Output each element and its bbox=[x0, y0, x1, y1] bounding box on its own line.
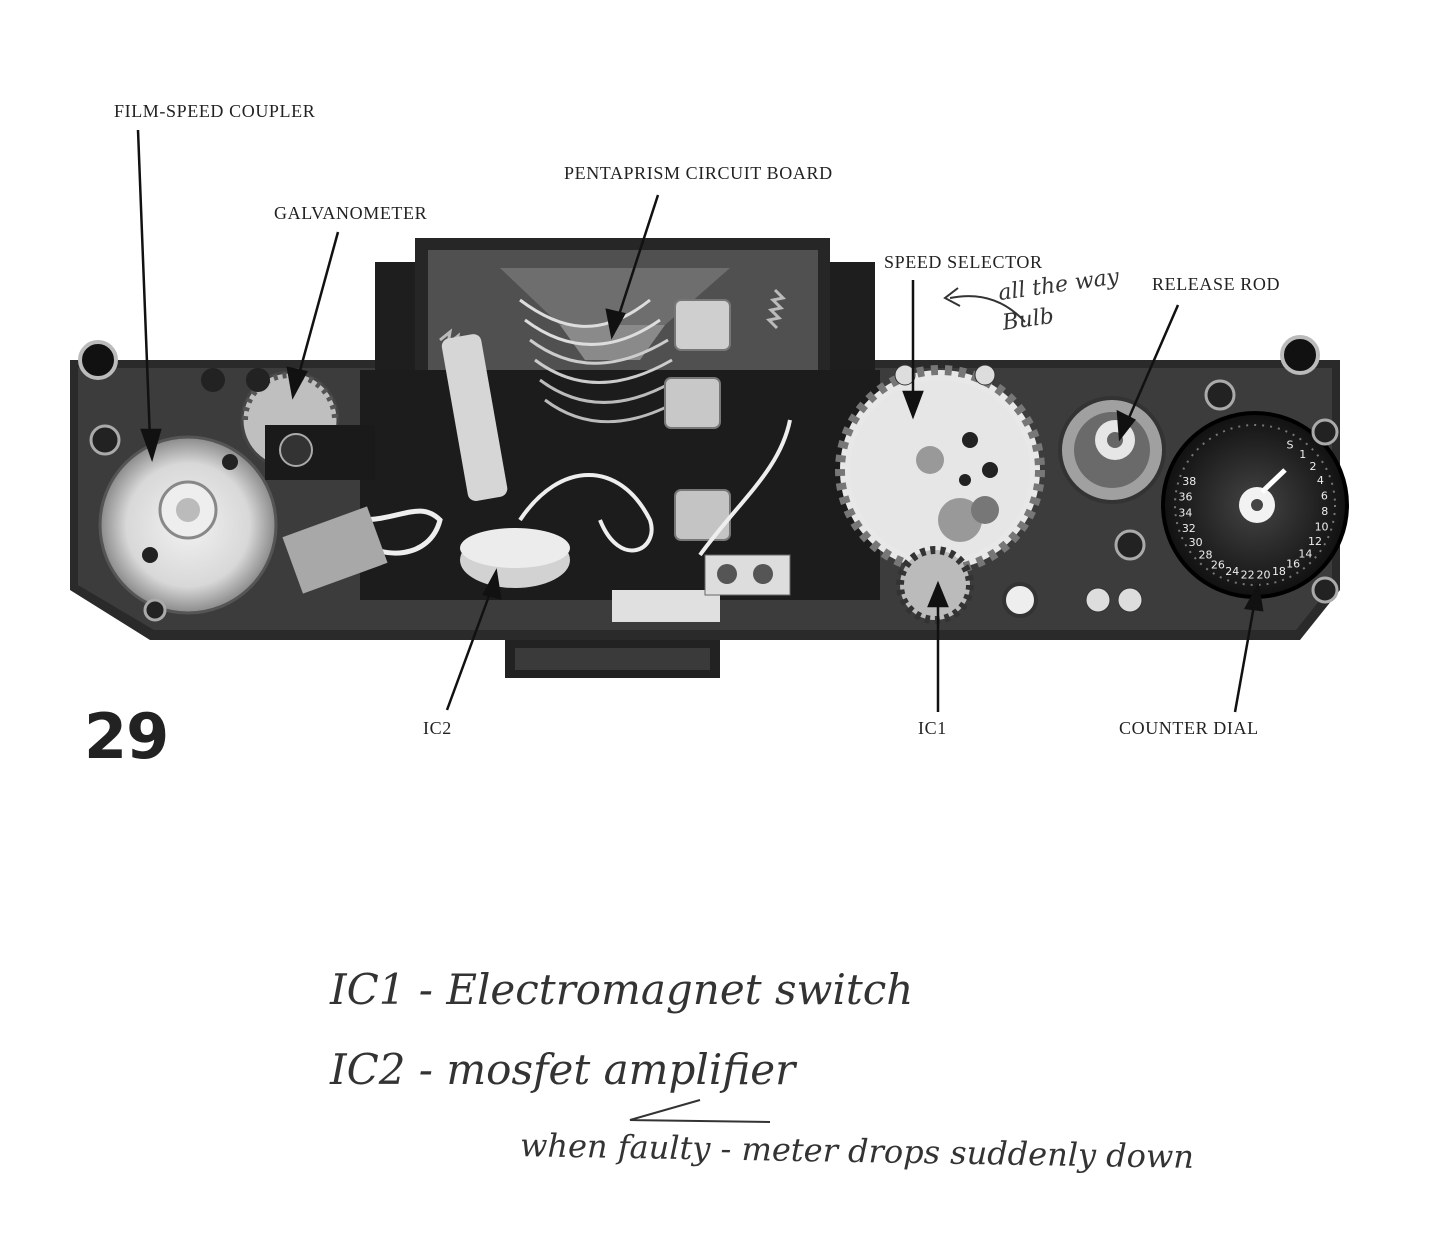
dial-number: 1 bbox=[1299, 448, 1306, 461]
pentaprism-circuit-board bbox=[358, 268, 792, 596]
release-rod bbox=[1002, 379, 1236, 618]
handwritten-line-2: IC2 - mosfet amplifier bbox=[330, 1045, 796, 1094]
label-pentaprism-circuit-board: PENTAPRISM CIRCUIT BOARD bbox=[564, 163, 833, 183]
label-ic2: IC2 bbox=[423, 718, 452, 738]
dial-number: 38 bbox=[1182, 475, 1196, 488]
dial-number: 10 bbox=[1315, 521, 1329, 534]
dial-number: 24 bbox=[1225, 565, 1239, 578]
handwritten-pointer bbox=[629, 1099, 771, 1123]
dial-number: 6 bbox=[1321, 489, 1328, 502]
dial-number: 20 bbox=[1257, 568, 1271, 581]
dial-number: 8 bbox=[1321, 505, 1328, 518]
label-release-rod: RELEASE ROD bbox=[1152, 274, 1281, 294]
handwritten-arrow bbox=[949, 295, 1026, 323]
label-counter-dial: COUNTER DIAL bbox=[1119, 718, 1259, 738]
speed-selector-gear bbox=[835, 364, 1045, 624]
galvanometer-body bbox=[201, 368, 388, 594]
dial-number: 22 bbox=[1241, 569, 1255, 582]
leader-lines bbox=[136, 129, 1264, 713]
label-galvanometer: GALVANOMETER bbox=[274, 203, 428, 223]
label-speed-selector: SPEED SELECTOR bbox=[884, 252, 1043, 272]
dial-number: 36 bbox=[1179, 490, 1193, 503]
dial-number: 4 bbox=[1317, 474, 1324, 487]
label-film-speed-coupler: FILM-SPEED COUPLER bbox=[114, 101, 316, 121]
dial-number: 18 bbox=[1272, 565, 1286, 578]
dial-number: S bbox=[1287, 438, 1294, 451]
dial-number: 2 bbox=[1310, 460, 1317, 473]
dial-number: 28 bbox=[1199, 548, 1213, 561]
dial-number: 16 bbox=[1286, 558, 1300, 571]
dial-number: 32 bbox=[1182, 522, 1196, 535]
dial-number: 26 bbox=[1211, 558, 1225, 571]
figure-number: 29 bbox=[84, 700, 169, 773]
dial-number: 30 bbox=[1189, 536, 1203, 549]
handwritten-line-1: IC1 - Electromagnet switch bbox=[330, 965, 914, 1014]
film-speed-coupler-wheel bbox=[89, 424, 278, 622]
dial-number: 12 bbox=[1308, 535, 1322, 548]
dial-number: 34 bbox=[1178, 506, 1192, 519]
dial-number: 14 bbox=[1298, 548, 1312, 561]
label-ic1: IC1 bbox=[918, 718, 947, 738]
